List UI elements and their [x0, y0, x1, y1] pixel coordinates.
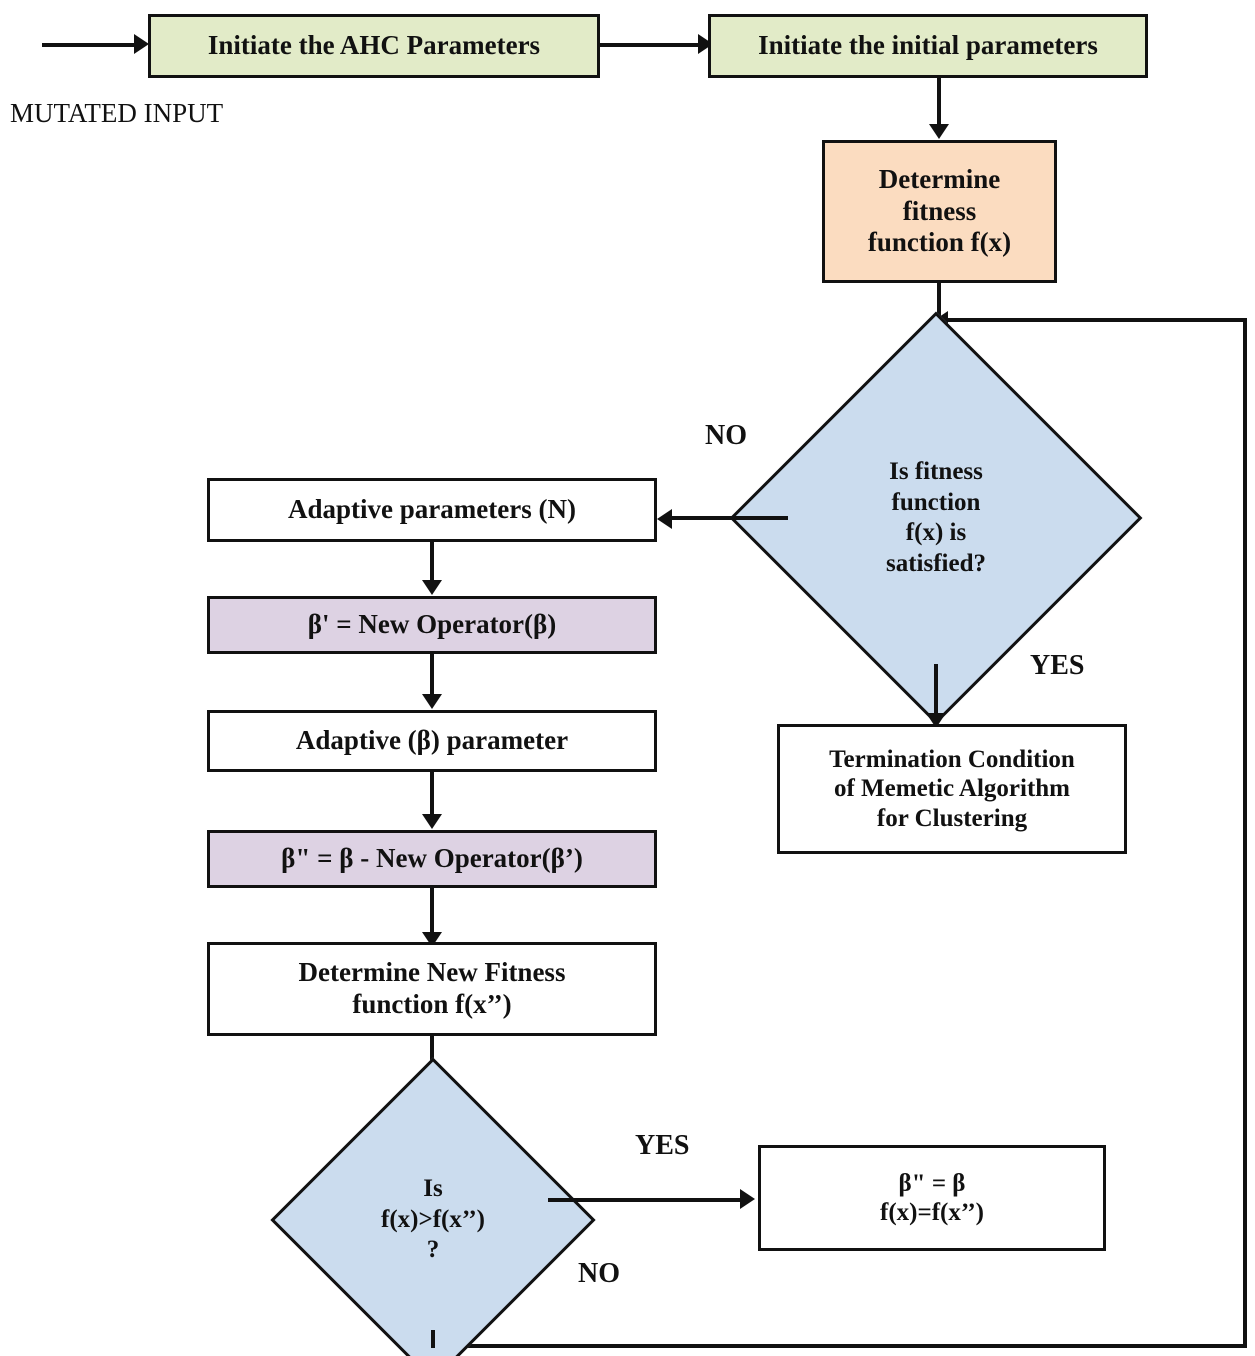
decision-is-fitness-satisfied-label-2: function: [891, 488, 981, 516]
edge-label-no-compare: NO: [578, 1258, 620, 1289]
edge-loop-return-bottom: [436, 1344, 1247, 1348]
edge-compare-yes-to-assign: [548, 1198, 746, 1202]
edge-ahc-to-initial: [600, 43, 705, 47]
decision-is-fitness-satisfied-label-1: Is fitness: [889, 458, 983, 485]
node-termination-condition-label-1: Termination Condition: [829, 745, 1075, 773]
decision-is-fitness-satisfied-label-4: satisfied?: [886, 549, 986, 577]
arrowhead-adaptive-to-beta-prime-icon: [422, 580, 442, 595]
arrowhead-adaptive-beta-to-beta-double-prime-icon: [422, 814, 442, 829]
arrowhead-initial-to-fitness-icon: [929, 124, 949, 139]
decision-is-fx-greater-text: Is f(x)>f(x’’) ?: [381, 1174, 485, 1266]
node-assign-beta-and-fitness[interactable]: β" = β f(x)=f(x’’): [758, 1145, 1106, 1251]
mutated-input-caption: MUTATED INPUT: [10, 98, 224, 128]
node-beta-double-prime-assignment[interactable]: β" = β - New Operator(β’): [207, 830, 657, 888]
node-termination-condition-label-2: of Memetic Algorithm: [833, 775, 1071, 803]
arrowhead-input-to-ahc-icon: [134, 34, 149, 54]
node-beta-double-prime-assignment-label: β" = β - New Operator(β’): [281, 843, 583, 874]
node-initiate-ahc-parameters[interactable]: Initiate the AHC Parameters: [148, 14, 600, 78]
edge-adaptive-to-beta-prime: [430, 542, 434, 584]
edge-adaptive-beta-to-beta-double-prime: [430, 772, 434, 818]
decision-is-fx-greater-label-3: ?: [426, 1236, 440, 1264]
node-initiate-initial-parameters-label: Initiate the initial parameters: [758, 30, 1098, 61]
node-adaptive-parameters-n[interactable]: Adaptive parameters (N): [207, 478, 657, 542]
edge-compare-no-down: [431, 1330, 435, 1348]
decision-is-fx-greater-label-1: Is: [423, 1175, 443, 1203]
decision-is-fitness-satisfied[interactable]: Is fitness function f(x) is satisfied?: [729, 311, 1143, 725]
edge-input-to-ahc: [42, 43, 140, 47]
decision-is-fitness-satisfied-text: Is fitness function f(x) is satisfied?: [886, 457, 986, 579]
node-determine-fitness-label-3: function f(x): [867, 227, 1012, 258]
decision-is-fx-greater-label-2: f(x)>f(x’’): [381, 1205, 485, 1233]
node-beta-prime-assignment[interactable]: β' = New Operator(β): [207, 596, 657, 654]
edge-label-yes-fitness: YES: [1030, 650, 1085, 681]
decision-is-fx-greater[interactable]: Is f(x)>f(x’’) ?: [270, 1057, 596, 1356]
edge-beta-prime-to-adaptive-beta: [430, 654, 434, 698]
edge-beta-double-prime-to-new-fitness: [430, 888, 434, 936]
edge-initial-to-fitness: [937, 78, 941, 128]
edge-loop-return-vertical: [1243, 318, 1247, 1348]
node-determine-fitness-label-2: fitness: [902, 195, 977, 226]
edge-decision-yes-to-termination: [934, 664, 938, 720]
node-assign-beta-and-fitness-label-1: β" = β: [898, 1169, 966, 1197]
node-determine-fitness[interactable]: Determine fitness function f(x): [822, 140, 1057, 283]
node-determine-new-fitness-label-2: function f(x’’): [352, 989, 512, 1019]
node-determine-new-fitness-label-1: Determine New Fitness: [298, 957, 566, 988]
edge-label-yes-compare: YES: [635, 1130, 690, 1161]
node-initiate-initial-parameters[interactable]: Initiate the initial parameters: [708, 14, 1148, 78]
node-initiate-ahc-parameters-label: Initiate the AHC Parameters: [207, 30, 541, 61]
node-adaptive-beta-parameter[interactable]: Adaptive (β) parameter: [207, 710, 657, 772]
node-determine-fitness-label-1: Determine: [878, 163, 1001, 194]
node-adaptive-parameters-n-label: Adaptive parameters (N): [288, 494, 576, 525]
edge-loop-return-horizontal: [939, 318, 1247, 322]
node-termination-condition[interactable]: Termination Condition of Memetic Algorit…: [777, 724, 1127, 854]
decision-is-fitness-satisfied-label-3: f(x) is: [905, 519, 967, 546]
edge-label-no-fitness: NO: [705, 420, 747, 451]
node-determine-new-fitness[interactable]: Determine New Fitness function f(x’’): [207, 942, 657, 1036]
arrowhead-decision-no-icon: [657, 509, 672, 529]
node-beta-prime-assignment-label: β' = New Operator(β): [307, 609, 557, 640]
node-assign-beta-and-fitness-label-2: f(x)=f(x’’): [880, 1199, 984, 1226]
edge-decision-no-to-adaptive: [672, 516, 788, 520]
node-adaptive-beta-parameter-label: Adaptive (β) parameter: [295, 725, 569, 756]
arrowhead-beta-prime-to-adaptive-beta-icon: [422, 694, 442, 709]
node-termination-condition-label-3: for Clustering: [876, 804, 1028, 832]
arrowhead-compare-yes-icon: [740, 1189, 755, 1209]
